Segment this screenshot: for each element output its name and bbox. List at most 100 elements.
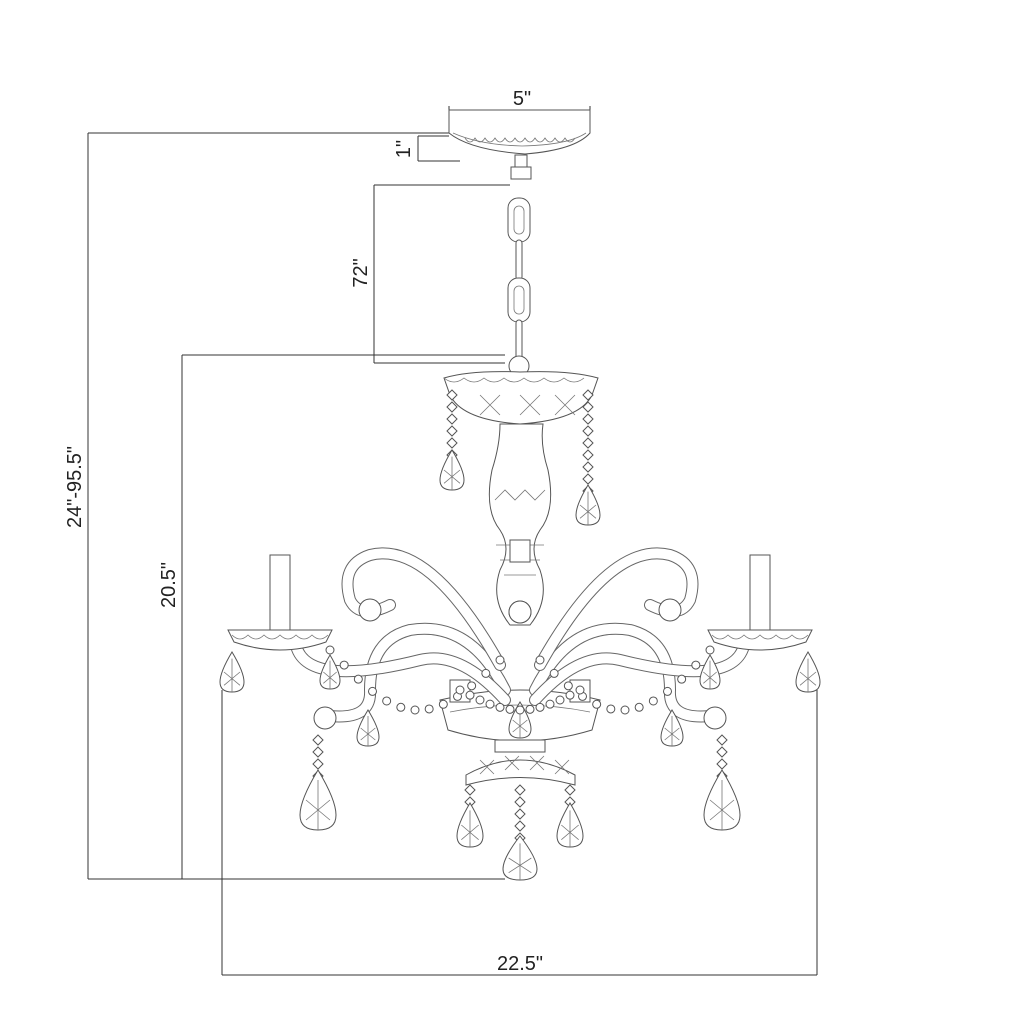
canopy xyxy=(448,109,591,180)
crystal-drop xyxy=(575,484,601,526)
canopy-height-label: 1" xyxy=(393,140,415,158)
crystal-bead xyxy=(312,746,324,758)
crystal-bead xyxy=(565,690,575,700)
crystal-drop xyxy=(456,802,484,848)
crystal-drop xyxy=(502,835,538,881)
body-height-label: 20.5" xyxy=(158,562,180,608)
crystal-bead xyxy=(716,746,728,758)
chain-link xyxy=(515,319,523,361)
candle xyxy=(509,539,531,563)
crystal-bead xyxy=(465,690,475,700)
crystal-bead xyxy=(535,702,545,712)
crystal-bead xyxy=(525,704,535,714)
chain-link xyxy=(515,239,523,281)
chain-length-label: 72" xyxy=(350,258,372,287)
crystal-bead xyxy=(514,784,526,796)
crystal-bead xyxy=(464,784,476,796)
crystal-bead xyxy=(353,674,363,684)
chain-link xyxy=(507,197,531,243)
crystal-bead xyxy=(485,699,495,709)
crystal-bead xyxy=(634,702,644,712)
arm-ring xyxy=(508,600,532,624)
crystal-bead xyxy=(555,695,565,705)
crystal-bead xyxy=(563,681,573,691)
crystal-bead xyxy=(514,808,526,820)
crystal-bead xyxy=(515,705,525,715)
crystal-bead xyxy=(446,389,458,401)
crystal-drop xyxy=(219,651,245,693)
crystal-bead xyxy=(382,696,392,706)
crystal-bead xyxy=(677,674,687,684)
crystal-bead xyxy=(549,668,559,678)
crystal-bead xyxy=(475,695,485,705)
arms xyxy=(289,547,751,730)
crystal-bead xyxy=(716,758,728,770)
crystal-bead xyxy=(582,389,594,401)
crystal-drop xyxy=(299,769,337,831)
crystal-bead xyxy=(446,437,458,449)
candle xyxy=(749,554,771,631)
crystal-bead xyxy=(446,401,458,413)
crystal-bead xyxy=(691,660,701,670)
overall-height-label: 24"-95.5" xyxy=(64,446,86,528)
candle-cup xyxy=(227,629,333,651)
crystal-bead xyxy=(535,655,545,665)
dimension-lines xyxy=(87,106,818,976)
crystal-bead xyxy=(620,705,630,715)
chain xyxy=(507,197,531,377)
crystal-bead xyxy=(545,699,555,709)
crystal-drop xyxy=(508,701,532,739)
crystal-bead xyxy=(592,699,602,709)
crystal-drop xyxy=(319,654,341,690)
crystal-bead xyxy=(716,734,728,746)
crystal-bead xyxy=(648,696,658,706)
crystal-bead xyxy=(339,660,349,670)
crystal-drop xyxy=(356,709,380,747)
arm-ring xyxy=(703,706,727,730)
crystal-bead xyxy=(410,705,420,715)
body-width-label: 22.5" xyxy=(497,953,543,975)
arm-ring xyxy=(313,706,337,730)
chain-link xyxy=(507,277,531,323)
crystal-bead xyxy=(582,461,594,473)
crystal-bead xyxy=(446,425,458,437)
crystal-bead xyxy=(438,699,448,709)
crystal-bead xyxy=(495,702,505,712)
arm-ring xyxy=(358,598,382,622)
crystal-drop xyxy=(703,769,741,831)
crystal-bead xyxy=(505,704,515,714)
crystal-bead xyxy=(582,425,594,437)
crystal-bead xyxy=(514,820,526,832)
crystal-bead xyxy=(467,681,477,691)
crystal-bead xyxy=(455,685,465,695)
crystal-bead xyxy=(582,413,594,425)
candles xyxy=(227,539,813,703)
crystal-bead xyxy=(368,686,377,696)
crystal-bead xyxy=(446,413,458,425)
candle-cup xyxy=(707,629,813,651)
canopy-width-label: 5" xyxy=(513,88,531,110)
crystal-bead xyxy=(424,704,434,714)
crystal-bead xyxy=(582,473,594,485)
chandelier-body xyxy=(219,371,821,881)
crystal-bead xyxy=(663,686,672,696)
crystal-drop xyxy=(556,802,584,848)
crystal-bead xyxy=(606,704,616,714)
crystal-drop xyxy=(699,654,721,690)
crystal-bead xyxy=(312,734,324,746)
crystal-bead xyxy=(582,449,594,461)
crystal-drop xyxy=(660,709,684,747)
crystal-bead xyxy=(312,758,324,770)
crystal-bead xyxy=(564,784,576,796)
crystal-bead xyxy=(325,645,335,655)
candle xyxy=(269,554,291,631)
arm-ring xyxy=(658,598,682,622)
crystal-bead xyxy=(396,702,406,712)
crystal-bead xyxy=(481,668,491,678)
crystal-drop xyxy=(795,651,821,693)
crystal-bead xyxy=(705,645,715,655)
crystal-bead xyxy=(495,655,505,665)
crystals xyxy=(219,389,821,881)
crystal-drop xyxy=(439,449,465,491)
